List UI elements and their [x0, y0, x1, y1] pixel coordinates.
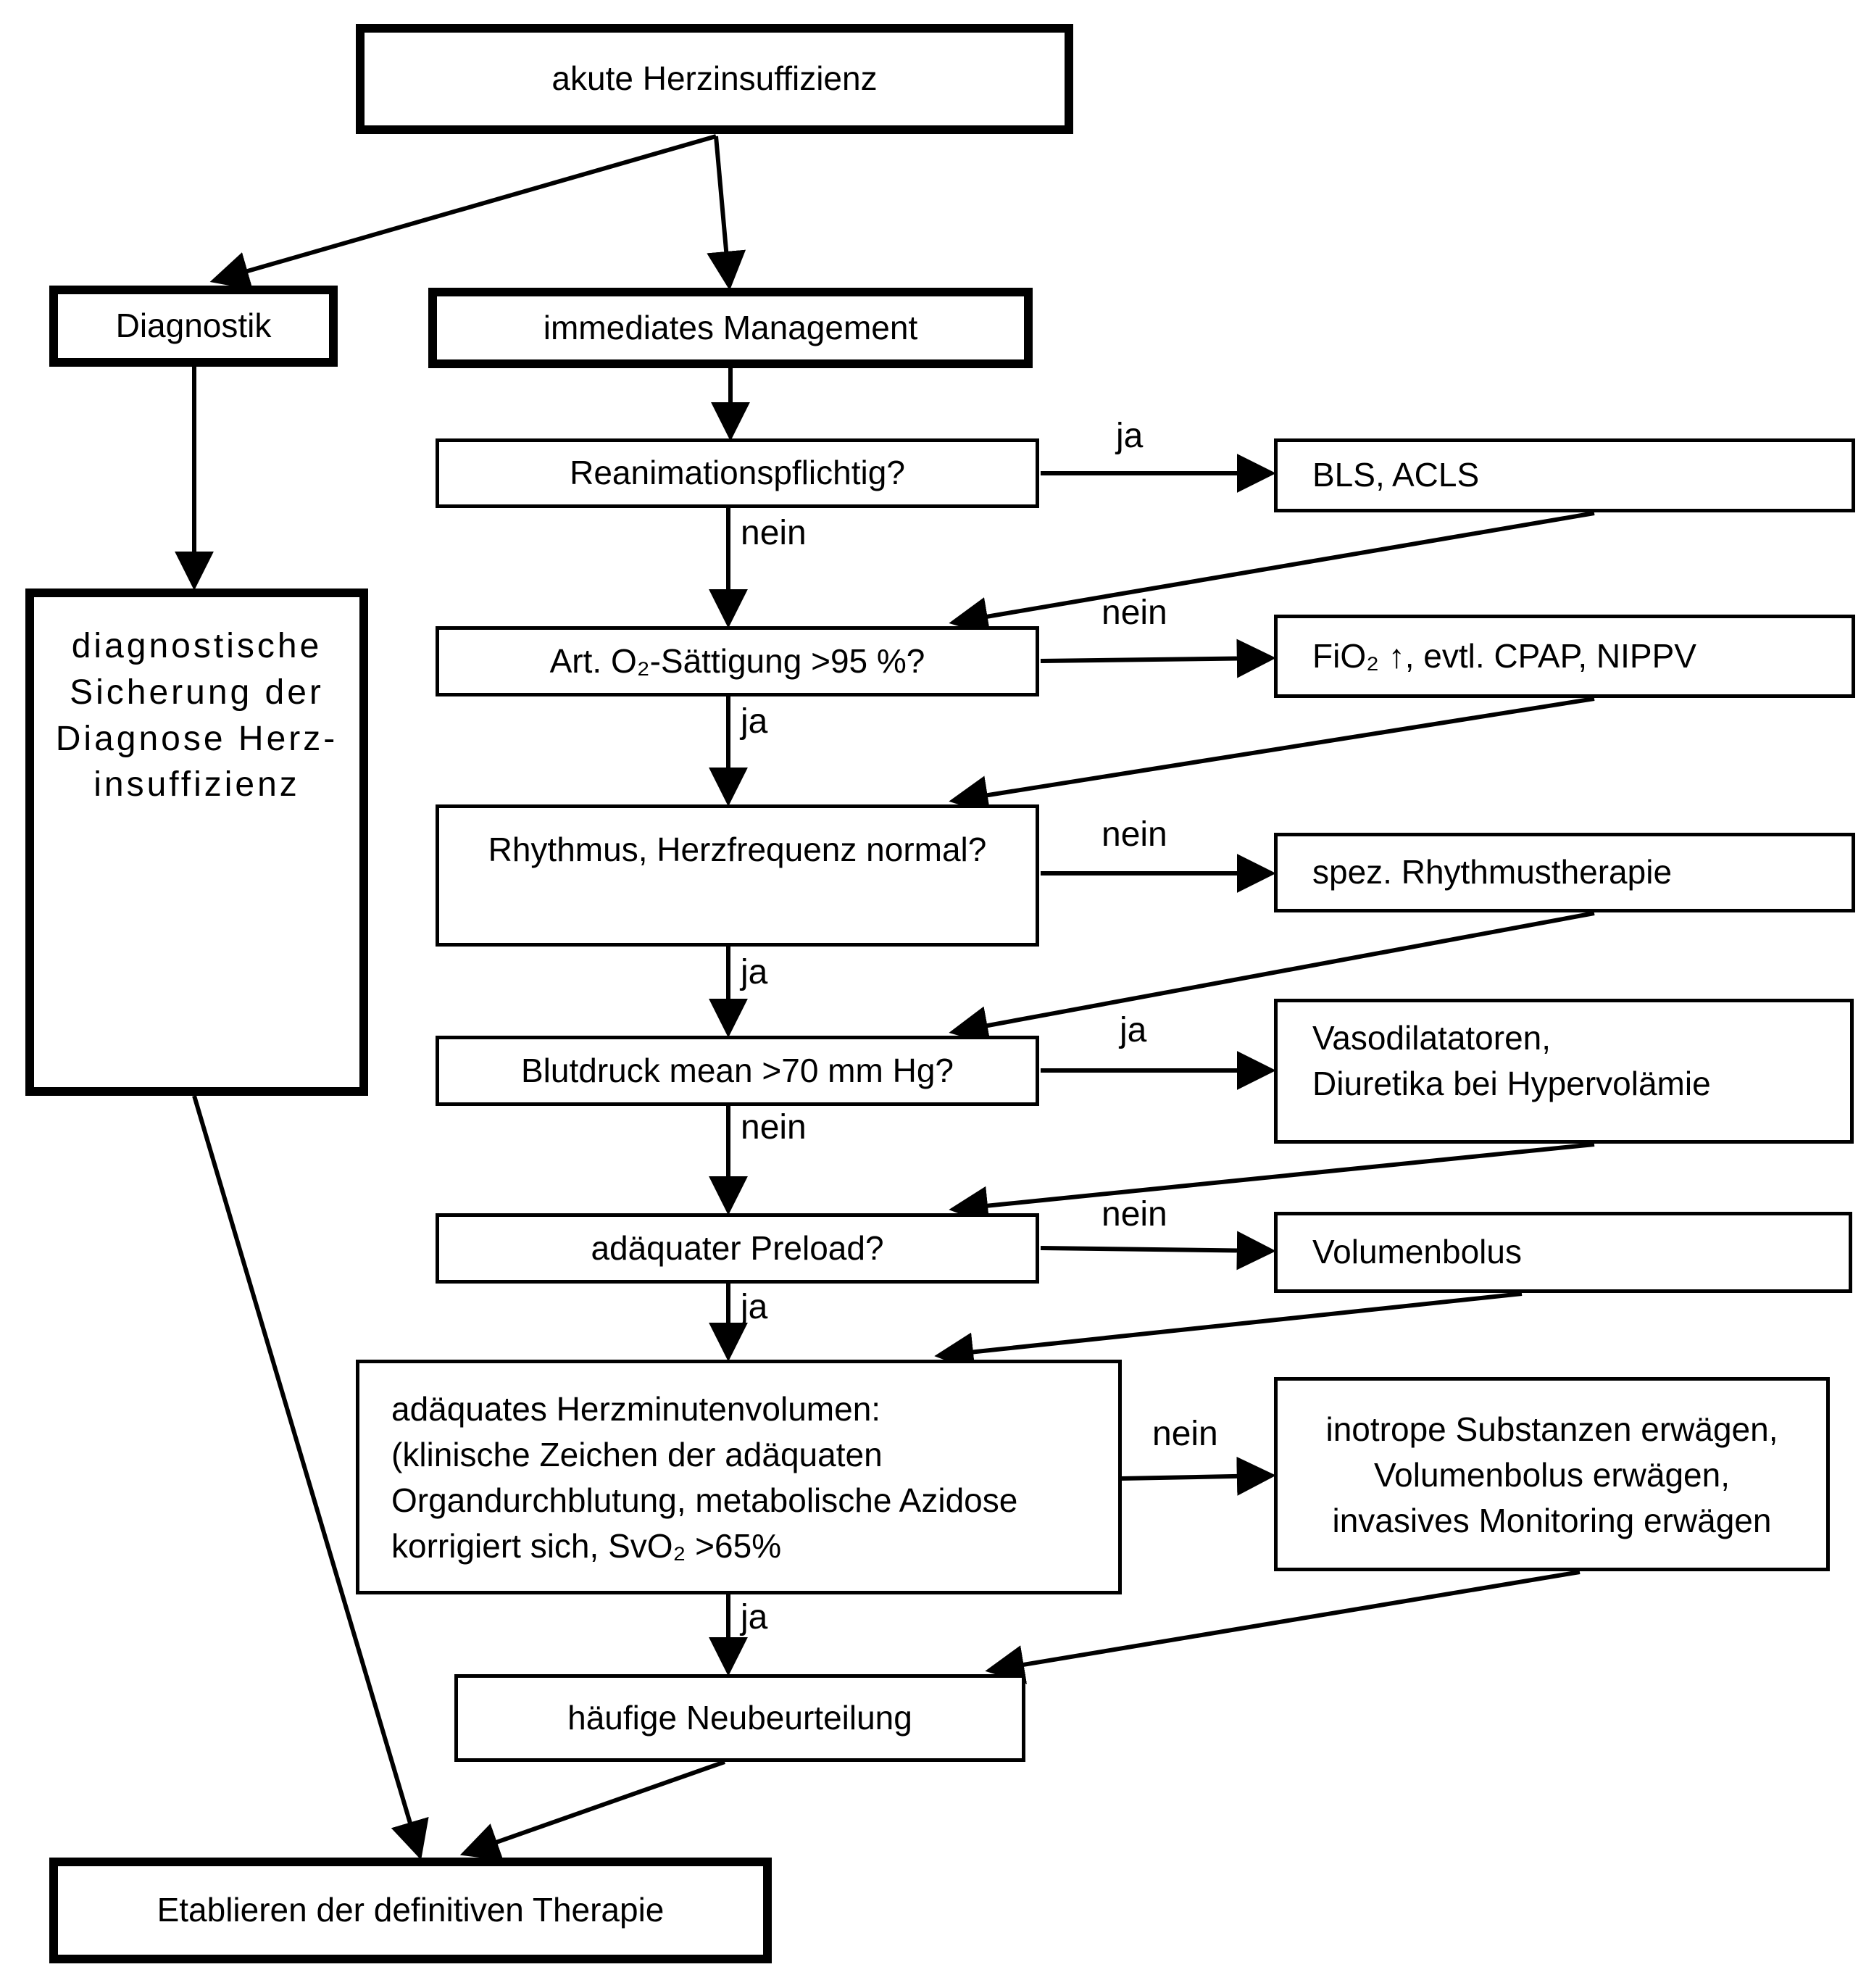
node-herzminutenvolumen: adäquates Herzminutenvolumen: (klinische… [356, 1360, 1122, 1594]
arrow-rhythmtherapy-return-to-bp [949, 911, 1595, 1045]
node-diagnostische-sicherung-line3: Diagnose Herz- [55, 719, 338, 758]
arrow-vasodilators-return-to-preload [949, 1142, 1595, 1226]
edge-label-o2-ja: ja [741, 702, 768, 741]
node-bls-acls: BLS, ACLS [1274, 438, 1855, 512]
arrow-fio2-return-to-rhythm [949, 696, 1595, 815]
node-herzminutenvolumen-line2: (klinische Zeichen der adäquaten [391, 1436, 883, 1474]
node-inotrope-substanzen-line3: invasives Monitoring erwägen [1332, 1502, 1772, 1540]
edge-label-resuscitation-ja: ja [1116, 417, 1144, 455]
node-fio2-cpap-nippv-label: FiO₂ ↑, evtl. CPAP, NIPPV [1312, 636, 1696, 675]
edge-label-rhythm-nein: nein [1102, 815, 1167, 854]
arrow-root-to-diagnostik [209, 134, 717, 290]
node-inotrope-substanzen-line1: inotrope Substanzen erwägen, [1325, 1410, 1778, 1448]
node-immediates-management-label: immediates Management [543, 308, 918, 346]
node-herzminutenvolumen-line4: korrigiert sich, SvO₂ >65% [391, 1527, 782, 1565]
arrow-o2-no-to-fio2 [1040, 639, 1276, 678]
node-volumenbolus: Volumenbolus [1274, 1212, 1852, 1293]
node-akute-herzinsuffizienz-label: akute Herzinsuffizienz [551, 59, 878, 98]
node-volumenbolus-label: Volumenbolus [1312, 1233, 1522, 1271]
node-haeufige-neubeurteilung-label: häufige Neubeurteilung [567, 1699, 912, 1737]
edge-label-rhythm-ja: ja [741, 953, 768, 991]
node-reanimationspflichtig-label: Reanimationspflichtig? [570, 454, 905, 492]
arrow-preload-no-to-volumebolus [1040, 1231, 1276, 1270]
node-vasodilatatoren: Vasodilatatoren, Diuretika bei Hypervolä… [1274, 999, 1854, 1144]
edge-label-bp-ja: ja [1120, 1011, 1147, 1049]
node-herzminutenvolumen-line1: adäquates Herzminutenvolumen: [391, 1390, 881, 1428]
node-diagnostische-sicherung-line2: Sicherung der [70, 673, 324, 712]
node-o2-saettigung-label: Art. O₂-Sättigung >95 %? [549, 641, 925, 680]
node-adaequater-preload: adäquater Preload? [436, 1213, 1039, 1284]
node-blutdruck: Blutdruck mean >70 mm Hg? [436, 1036, 1039, 1106]
node-rhythmustherapie-label: spez. Rhythmustherapie [1312, 853, 1673, 891]
node-blutdruck-label: Blutdruck mean >70 mm Hg? [521, 1051, 954, 1089]
edge-label-o2-nein: nein [1102, 594, 1167, 632]
edge-label-preload-nein: nein [1102, 1195, 1167, 1234]
node-diagnostische-sicherung: diagnostische Sicherung der Diagnose Her… [25, 589, 368, 1096]
node-fio2-cpap-nippv: FiO₂ ↑, evtl. CPAP, NIPPV [1274, 615, 1855, 698]
edge-label-preload-ja: ja [741, 1288, 768, 1326]
arrow-bls-return-to-o2 [949, 511, 1595, 636]
node-diagnostik-label: Diagnostik [115, 307, 272, 345]
node-bls-acls-label: BLS, ACLS [1312, 456, 1480, 494]
node-rhythmus-herzfrequenz: Rhythmus, Herzfrequenz normal? [436, 804, 1039, 947]
node-inotrope-substanzen-line2: Volumenbolus erwägen, [1374, 1456, 1730, 1494]
arrow-confirmation-to-definitivetherapy [192, 1095, 429, 1860]
edge-label-cardiacoutput-ja: ja [741, 1598, 768, 1636]
edge-label-cardiacoutput-nein: nein [1152, 1415, 1218, 1453]
arrow-volumebolus-return-to-cardiacoutput [934, 1292, 1523, 1372]
node-akute-herzinsuffizienz: akute Herzinsuffizienz [356, 24, 1073, 134]
node-diagnostische-sicherung-line1: diagnostische [71, 627, 322, 665]
arrow-cardiacoutput-no-to-inotropes [1121, 1456, 1276, 1496]
node-o2-saettigung: Art. O₂-Sättigung >95 %? [436, 626, 1039, 696]
node-rhythmus-herzfrequenz-label: Rhythmus, Herzfrequenz normal? [488, 831, 987, 868]
node-haeufige-neubeurteilung: häufige Neubeurteilung [454, 1674, 1025, 1762]
node-etablieren-therapie-label: Etablieren der definitiven Therapie [157, 1891, 665, 1929]
node-rhythmustherapie: spez. Rhythmustherapie [1274, 833, 1855, 912]
node-reanimationspflichtig: Reanimationspflichtig? [436, 438, 1039, 508]
node-diagnostische-sicherung-line4: insuffizienz [93, 765, 300, 804]
arrow-inotropes-return-to-reassessment [985, 1570, 1581, 1684]
arrow-root-to-management [707, 136, 746, 291]
node-etablieren-therapie: Etablieren der definitiven Therapie [49, 1858, 772, 1963]
node-adaequater-preload-label: adäquater Preload? [591, 1228, 884, 1267]
node-vasodilatatoren-line1: Vasodilatatoren, [1312, 1019, 1552, 1057]
arrow-reassessment-to-definitivetherapy [459, 1760, 725, 1861]
edge-label-bp-nein: nein [741, 1108, 807, 1147]
node-diagnostik: Diagnostik [49, 286, 338, 367]
edge-label-resuscitation-nein: nein [741, 514, 807, 552]
node-vasodilatatoren-line2: Diuretika bei Hypervolämie [1312, 1065, 1711, 1103]
node-inotrope-substanzen: inotrope Substanzen erwägen, Volumenbolu… [1274, 1377, 1830, 1571]
node-herzminutenvolumen-line3: Organdurchblutung, metabolische Azidose [391, 1481, 1018, 1520]
node-immediates-management: immediates Management [428, 288, 1033, 368]
